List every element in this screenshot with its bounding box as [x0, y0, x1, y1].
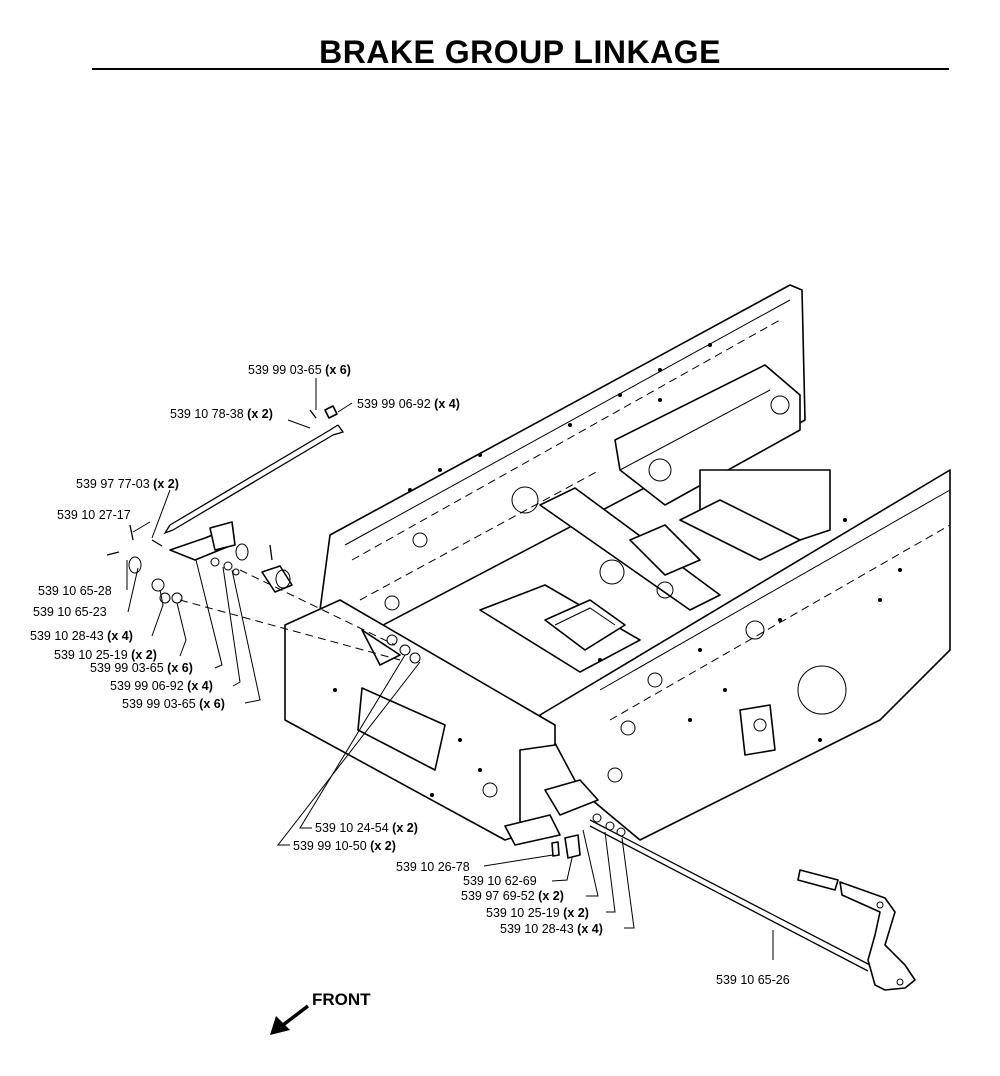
part-label-p9: 539 10 25-19 (x 2)	[54, 648, 157, 662]
front-label: FRONT	[312, 990, 371, 1009]
part-label-p16: 539 10 62-69	[463, 874, 537, 888]
tractor-frame	[284, 284, 951, 846]
frame-holes	[333, 343, 902, 797]
part-labels: 539 99 03-65 (x 6) 539 99 06-92 (x 4) 53…	[30, 363, 790, 987]
brake-rod-upper	[163, 424, 345, 535]
part-label-p15: 539 10 26-78	[396, 860, 470, 874]
part-label-p4: 539 97 77-03 (x 2)	[76, 477, 179, 491]
brake-pedal	[797, 869, 916, 991]
leader-lines	[126, 378, 774, 960]
part-label-p3: 539 10 78-38 (x 2)	[170, 407, 273, 421]
part-label-p1: 539 99 03-65 (x 6)	[248, 363, 351, 377]
part-label-p10: 539 99 03-65 (x 6)	[90, 661, 193, 675]
part-label-p18: 539 10 25-19 (x 2)	[486, 906, 589, 920]
arrow-down-left-icon	[270, 1016, 290, 1035]
part-label-p6: 539 10 65-28	[38, 584, 112, 598]
part-label-p13: 539 10 24-54 (x 2)	[315, 821, 418, 835]
part-label-p14: 539 99 10-50 (x 2)	[293, 839, 396, 853]
part-label-p5: 539 10 27-17	[57, 508, 131, 522]
part-label-p8: 539 10 28-43 (x 4)	[30, 629, 133, 643]
brake-rod-lower	[589, 819, 871, 972]
front-arrow: FRONT	[270, 990, 371, 1035]
page-title: BRAKE GROUP LINKAGE	[319, 34, 721, 70]
part-label-p7: 539 10 65-23	[33, 605, 107, 619]
part-label-p12: 539 99 03-65 (x 6)	[122, 697, 225, 711]
linkage-hardware	[106, 405, 626, 859]
title-rule	[92, 68, 949, 70]
part-label-p19: 539 10 28-43 (x 4)	[500, 922, 603, 936]
part-label-p17: 539 97 69-52 (x 2)	[461, 889, 564, 903]
part-label-p20: 539 10 65-26	[716, 973, 790, 987]
part-label-p11: 539 99 06-92 (x 4)	[110, 679, 213, 693]
part-label-p2: 539 99 06-92 (x 4)	[357, 397, 460, 411]
